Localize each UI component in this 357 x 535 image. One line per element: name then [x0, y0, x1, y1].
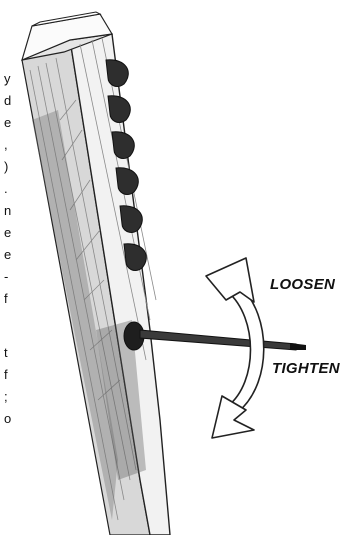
tuner-bump-2	[108, 96, 130, 123]
rotation-arc	[228, 286, 264, 412]
text-fragment: .	[4, 182, 8, 195]
text-fragment: t	[4, 346, 8, 359]
text-fragment: -	[4, 270, 8, 283]
text-fragment: f	[4, 368, 8, 381]
rotation-arrow	[206, 258, 264, 438]
text-fragment: o	[4, 412, 11, 425]
text-fragment: d	[4, 94, 11, 107]
text-fragment: y	[4, 72, 11, 85]
loosen-arrowhead	[206, 258, 254, 302]
allen-wrench-shaft	[140, 330, 296, 350]
allen-wrench	[140, 330, 306, 350]
text-fragment: e	[4, 226, 11, 239]
guitar-neck	[22, 12, 170, 535]
tuner-bump-3	[112, 132, 134, 159]
loosen-label: LOOSEN	[270, 276, 335, 293]
text-fragment: n	[4, 204, 11, 217]
tighten-label: TIGHTEN	[272, 360, 340, 377]
text-fragment: f	[4, 292, 8, 305]
tuner-bump-6	[124, 244, 146, 271]
tuner-bump-5	[120, 206, 142, 233]
tuner-bump-4	[116, 168, 138, 195]
text-fragment: ,	[4, 138, 8, 151]
text-fragment: e	[4, 248, 11, 261]
tuner-bump-1	[106, 60, 128, 87]
allen-wrench-tip	[290, 343, 306, 350]
text-fragment: )	[4, 160, 8, 173]
text-fragment: e	[4, 116, 11, 129]
text-fragment: ;	[4, 390, 8, 403]
